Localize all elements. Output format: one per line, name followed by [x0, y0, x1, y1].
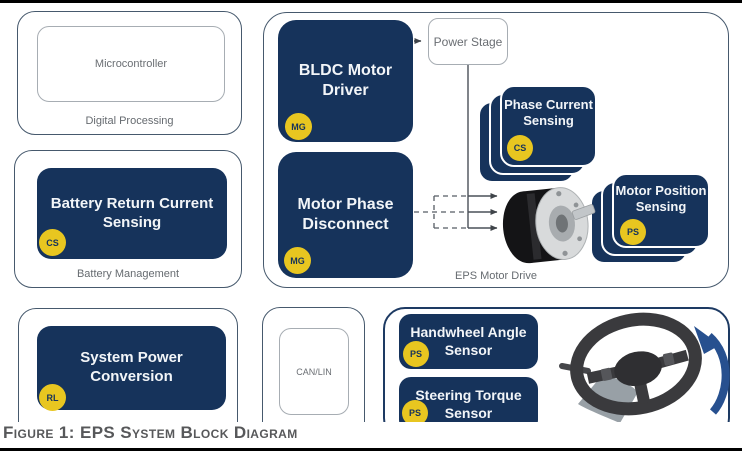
- cs-badge: CS: [507, 135, 533, 161]
- battery-return-current-sensing-block: Battery Return Current Sensing: [37, 168, 227, 259]
- steering-torque-sensor-label: Steering Torque Sensor: [415, 387, 522, 421]
- power-stage-block: Power Stage: [428, 18, 508, 65]
- canlin-group: CAN/LIN: [262, 307, 365, 440]
- phase-current-sensing-label: Phase Current Sensing: [504, 97, 593, 129]
- bldc-motor-driver-label: BLDC Motor Driver: [298, 62, 393, 99]
- motor-phase-disconnect-label: Motor Phase Disconnect: [297, 196, 394, 233]
- microcontroller-block: Microcontroller: [37, 26, 225, 102]
- ps-badge: PS: [403, 341, 429, 367]
- battery-management-label: Battery Management: [76, 268, 180, 280]
- mg-badge: MG: [285, 113, 312, 140]
- bottom-border-line: [0, 448, 742, 451]
- battery-return-current-sensing-label: Battery Return Current Sensing: [50, 194, 214, 231]
- system-power-conversion-block: System Power Conversion: [37, 326, 226, 410]
- mg-badge: MG: [284, 247, 311, 274]
- motor-position-sensing-label: Motor Position Sensing: [615, 183, 707, 215]
- battery-management-group: Battery Return Current Sensing Battery M…: [14, 150, 242, 288]
- rl-badge: RL: [39, 384, 66, 411]
- canlin-block: CAN/LIN: [279, 328, 349, 415]
- canlin-label: CAN/LIN: [296, 366, 332, 377]
- figure-caption: Figure 1: EPS System Block Diagram: [3, 423, 298, 442]
- steering-wheel-image: [559, 312, 730, 423]
- top-border-line: [0, 0, 742, 3]
- digital-processing-label: Digital Processing: [85, 115, 174, 127]
- eps-motor-drive-label: EPS Motor Drive: [455, 270, 537, 282]
- system-power-conversion-label: System Power Conversion: [80, 349, 183, 385]
- digital-processing-group: Microcontroller Digital Processing: [17, 11, 242, 135]
- rotation-arrow-icon: [694, 326, 730, 415]
- system-power-group: System Power Conversion: [18, 308, 238, 440]
- ps-badge: PS: [620, 219, 646, 245]
- cs-badge: CS: [39, 229, 66, 256]
- handwheel-angle-sensor-label: Handwheel Angle Sensor: [410, 324, 527, 358]
- power-stage-label: Power Stage: [433, 34, 503, 49]
- bldc-motor-image: [502, 187, 596, 264]
- ps-badge: PS: [402, 400, 428, 426]
- microcontroller-label: Microcontroller: [94, 58, 168, 70]
- caption-strip: [0, 422, 742, 449]
